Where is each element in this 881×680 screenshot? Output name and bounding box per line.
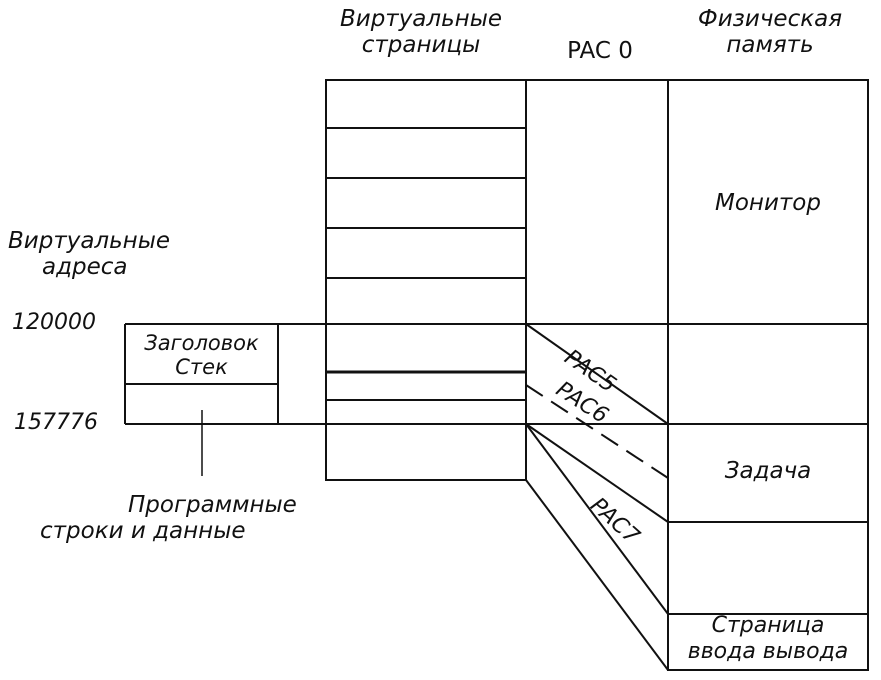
par7-mapping-middle [525, 423, 669, 615]
header-label: Заголовок [144, 331, 259, 355]
program-data-label: Программные строки и данные [40, 492, 297, 544]
left-memory-block [124, 324, 279, 476]
mapping-lines [525, 323, 669, 671]
virtual-pages-header-line-2: страницы [361, 32, 481, 58]
header-stack-label: Заголовок Стек [125, 331, 278, 379]
program-label-line-1: Программные [128, 492, 297, 518]
physical-memory-header: Физическая память [665, 6, 875, 58]
io-page-line-2: ввода вывода [687, 639, 849, 664]
par7-mapping-top [525, 423, 669, 523]
virtual-addresses-line-2: адреса [42, 254, 128, 280]
address-lines [125, 323, 868, 425]
monitor-label: Монитор [715, 190, 821, 216]
par0-header: PAC 0 [567, 38, 633, 64]
address-start: 120000 [12, 310, 96, 335]
physical-memory-column [667, 79, 869, 671]
virtual-pages-header: Виртуальные страницы [316, 6, 526, 58]
virtual-pages-header-line-1: Виртуальные [339, 6, 503, 32]
virtual-pages-frame [325, 79, 527, 481]
program-label-line-2: строки и данные [40, 518, 246, 544]
address-end: 157776 [14, 410, 98, 435]
io-page-line-1: Страница [711, 613, 825, 638]
virtual-pages-column [325, 79, 527, 481]
physical-memory-frame [667, 79, 869, 671]
par5-mapping-line [525, 323, 669, 425]
stack-label: Стек [175, 355, 228, 379]
virtual-addresses-label: Виртуальные адреса [8, 228, 170, 280]
virtual-addresses-line-1: Виртуальные [8, 228, 171, 254]
task-label: Задача [724, 458, 812, 484]
physical-memory-header-line-2: память [726, 32, 814, 58]
par7-mapping-bottom [525, 479, 669, 671]
physical-memory-header-line-1: Физическая [697, 6, 843, 32]
io-page-label: Страница ввода вывода [668, 613, 868, 665]
